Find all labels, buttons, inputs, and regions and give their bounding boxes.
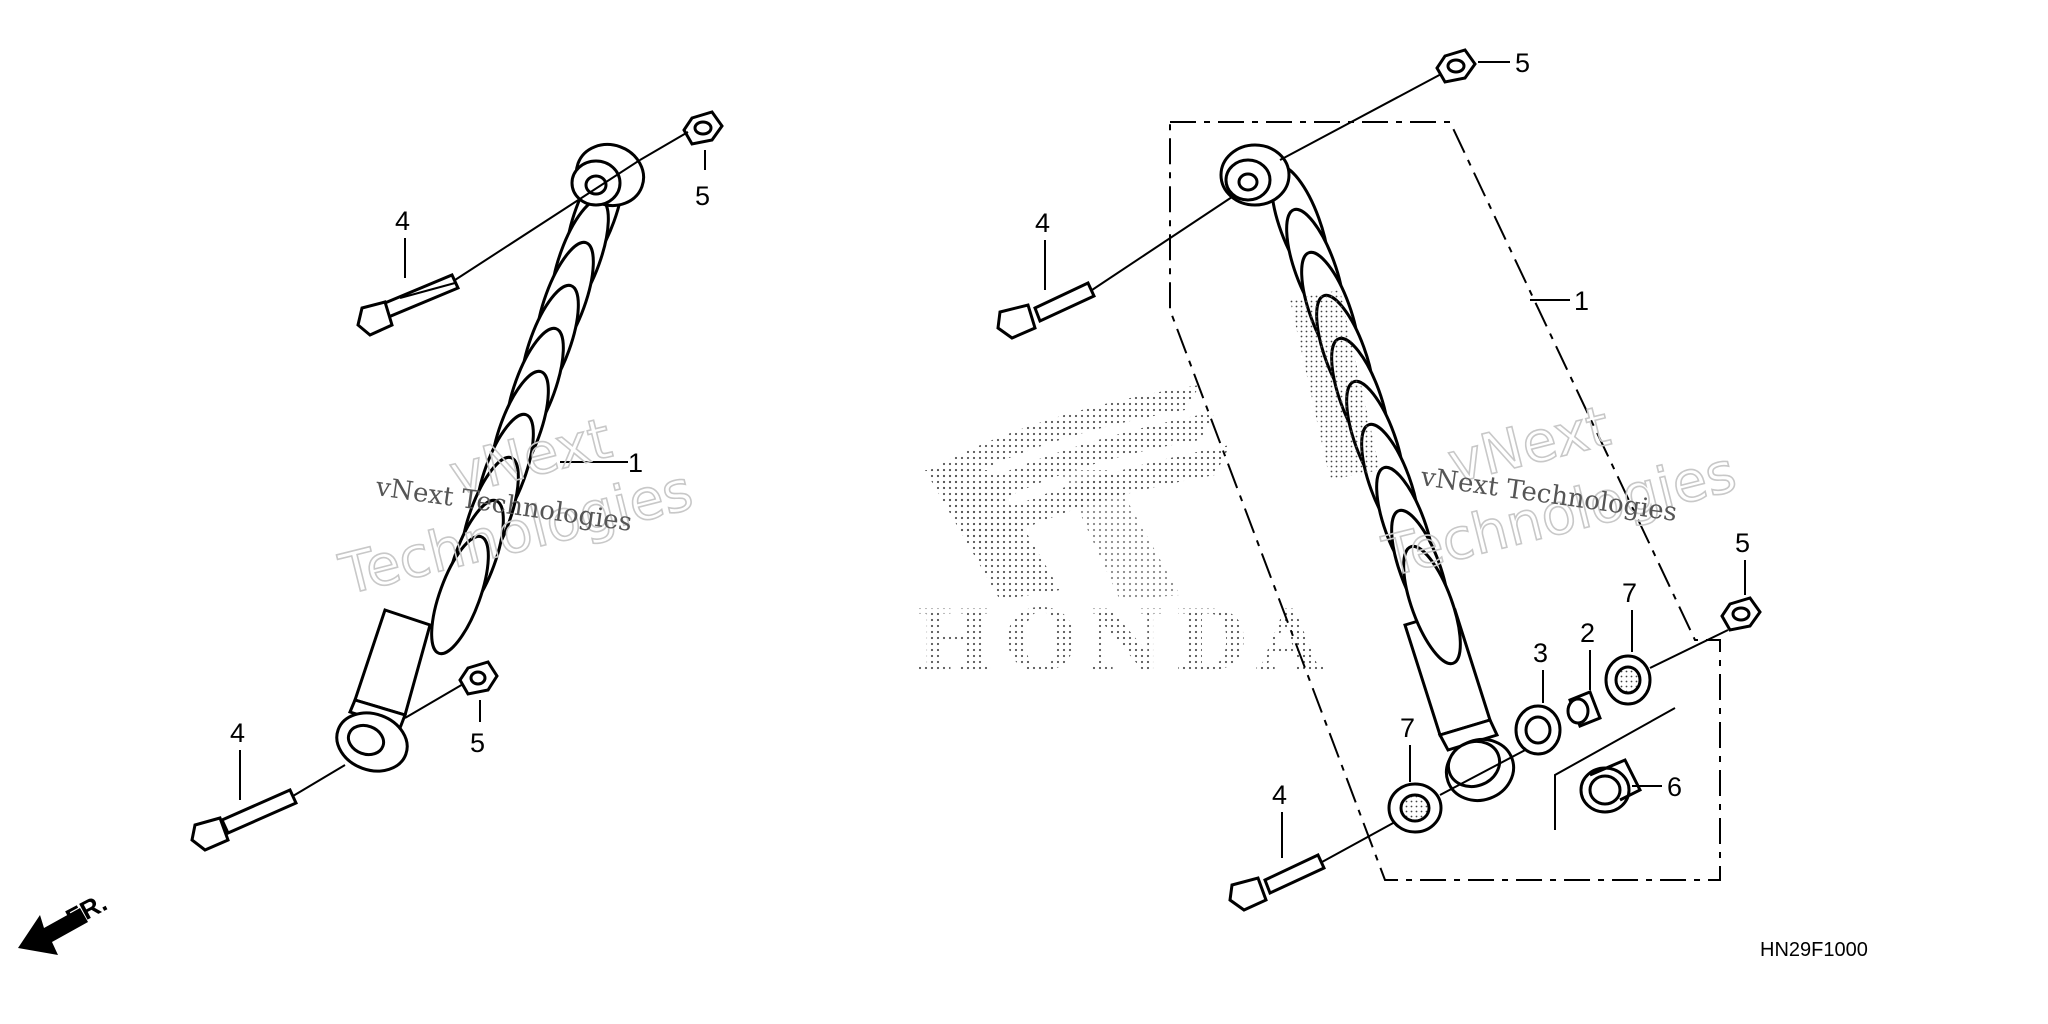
right-top-nut-axis (1279, 71, 1446, 161)
left-top-nut-axis (639, 131, 689, 161)
callout-right-collar-3: 3 (1533, 638, 1548, 668)
callout-right-assembly: 1 (1574, 286, 1589, 316)
right-bottom-bolt (1228, 852, 1326, 912)
callout-right-bolt-bottom: 4 (1272, 780, 1287, 810)
right-bearing-6 (1579, 758, 1643, 814)
callout-left-bolt-top: 4 (395, 206, 410, 236)
left-bottom-nut (458, 660, 499, 696)
right-shock-absorber (1219, 143, 1516, 802)
callout-right-collar-2: 2 (1580, 618, 1595, 648)
right-side-nut (1720, 596, 1762, 632)
right-seal-left (1387, 782, 1443, 834)
right-top-nut (1435, 48, 1477, 84)
callout-right-nut-side: 5 (1735, 528, 1750, 558)
callout-right-seal-left: 7 (1400, 713, 1415, 743)
honda-logo-text: HONDA (915, 591, 1332, 690)
left-bottom-bolt-axis (292, 764, 346, 797)
callout-right-bolt-top: 4 (1035, 208, 1050, 238)
left-bottom-bolt (190, 788, 299, 852)
right-seal-right (1604, 654, 1652, 706)
right-collar-2 (1566, 690, 1602, 728)
front-direction-arrow: FR. (18, 887, 112, 955)
callout-right-seal-right: 7 (1622, 578, 1637, 608)
callout-left-nut-bottom: 5 (470, 728, 485, 758)
left-shock-absorber (335, 143, 646, 773)
bearing-bracket (1554, 707, 1676, 830)
diagram-code: HN29F1000 (1760, 939, 1868, 961)
callout-right-bearing-6: 6 (1667, 772, 1682, 802)
left-callouts: 4 5 1 4 5 (230, 181, 710, 758)
right-collar-3 (1514, 704, 1562, 756)
left-top-nut (682, 110, 724, 146)
right-top-bolt (996, 280, 1096, 340)
right-bottom-bolt-axis (1321, 821, 1396, 863)
right-top-bolt-axis (1091, 194, 1236, 291)
left-leader-lines (239, 150, 706, 800)
right-assembly-boundary (1169, 121, 1721, 881)
right-callouts: 5 4 1 5 3 2 7 7 6 4 (1035, 48, 1750, 810)
left-top-bolt (356, 273, 461, 337)
left-shock-spring (430, 154, 625, 656)
watermark-right: vNext Technologies (1376, 393, 1743, 591)
honda-wing-logo: HONDA (915, 385, 1332, 690)
left-top-bolt-axis (454, 159, 641, 281)
left-bottom-nut-axis (404, 679, 471, 719)
callout-left-nut-top: 5 (695, 181, 710, 211)
callout-left-bolt-bottom: 4 (230, 718, 245, 748)
right-upper-axis (1649, 629, 1729, 669)
right-leader-lines (1044, 61, 1746, 858)
callout-left-shock: 1 (628, 448, 643, 478)
callout-right-nut-top: 5 (1515, 48, 1530, 78)
